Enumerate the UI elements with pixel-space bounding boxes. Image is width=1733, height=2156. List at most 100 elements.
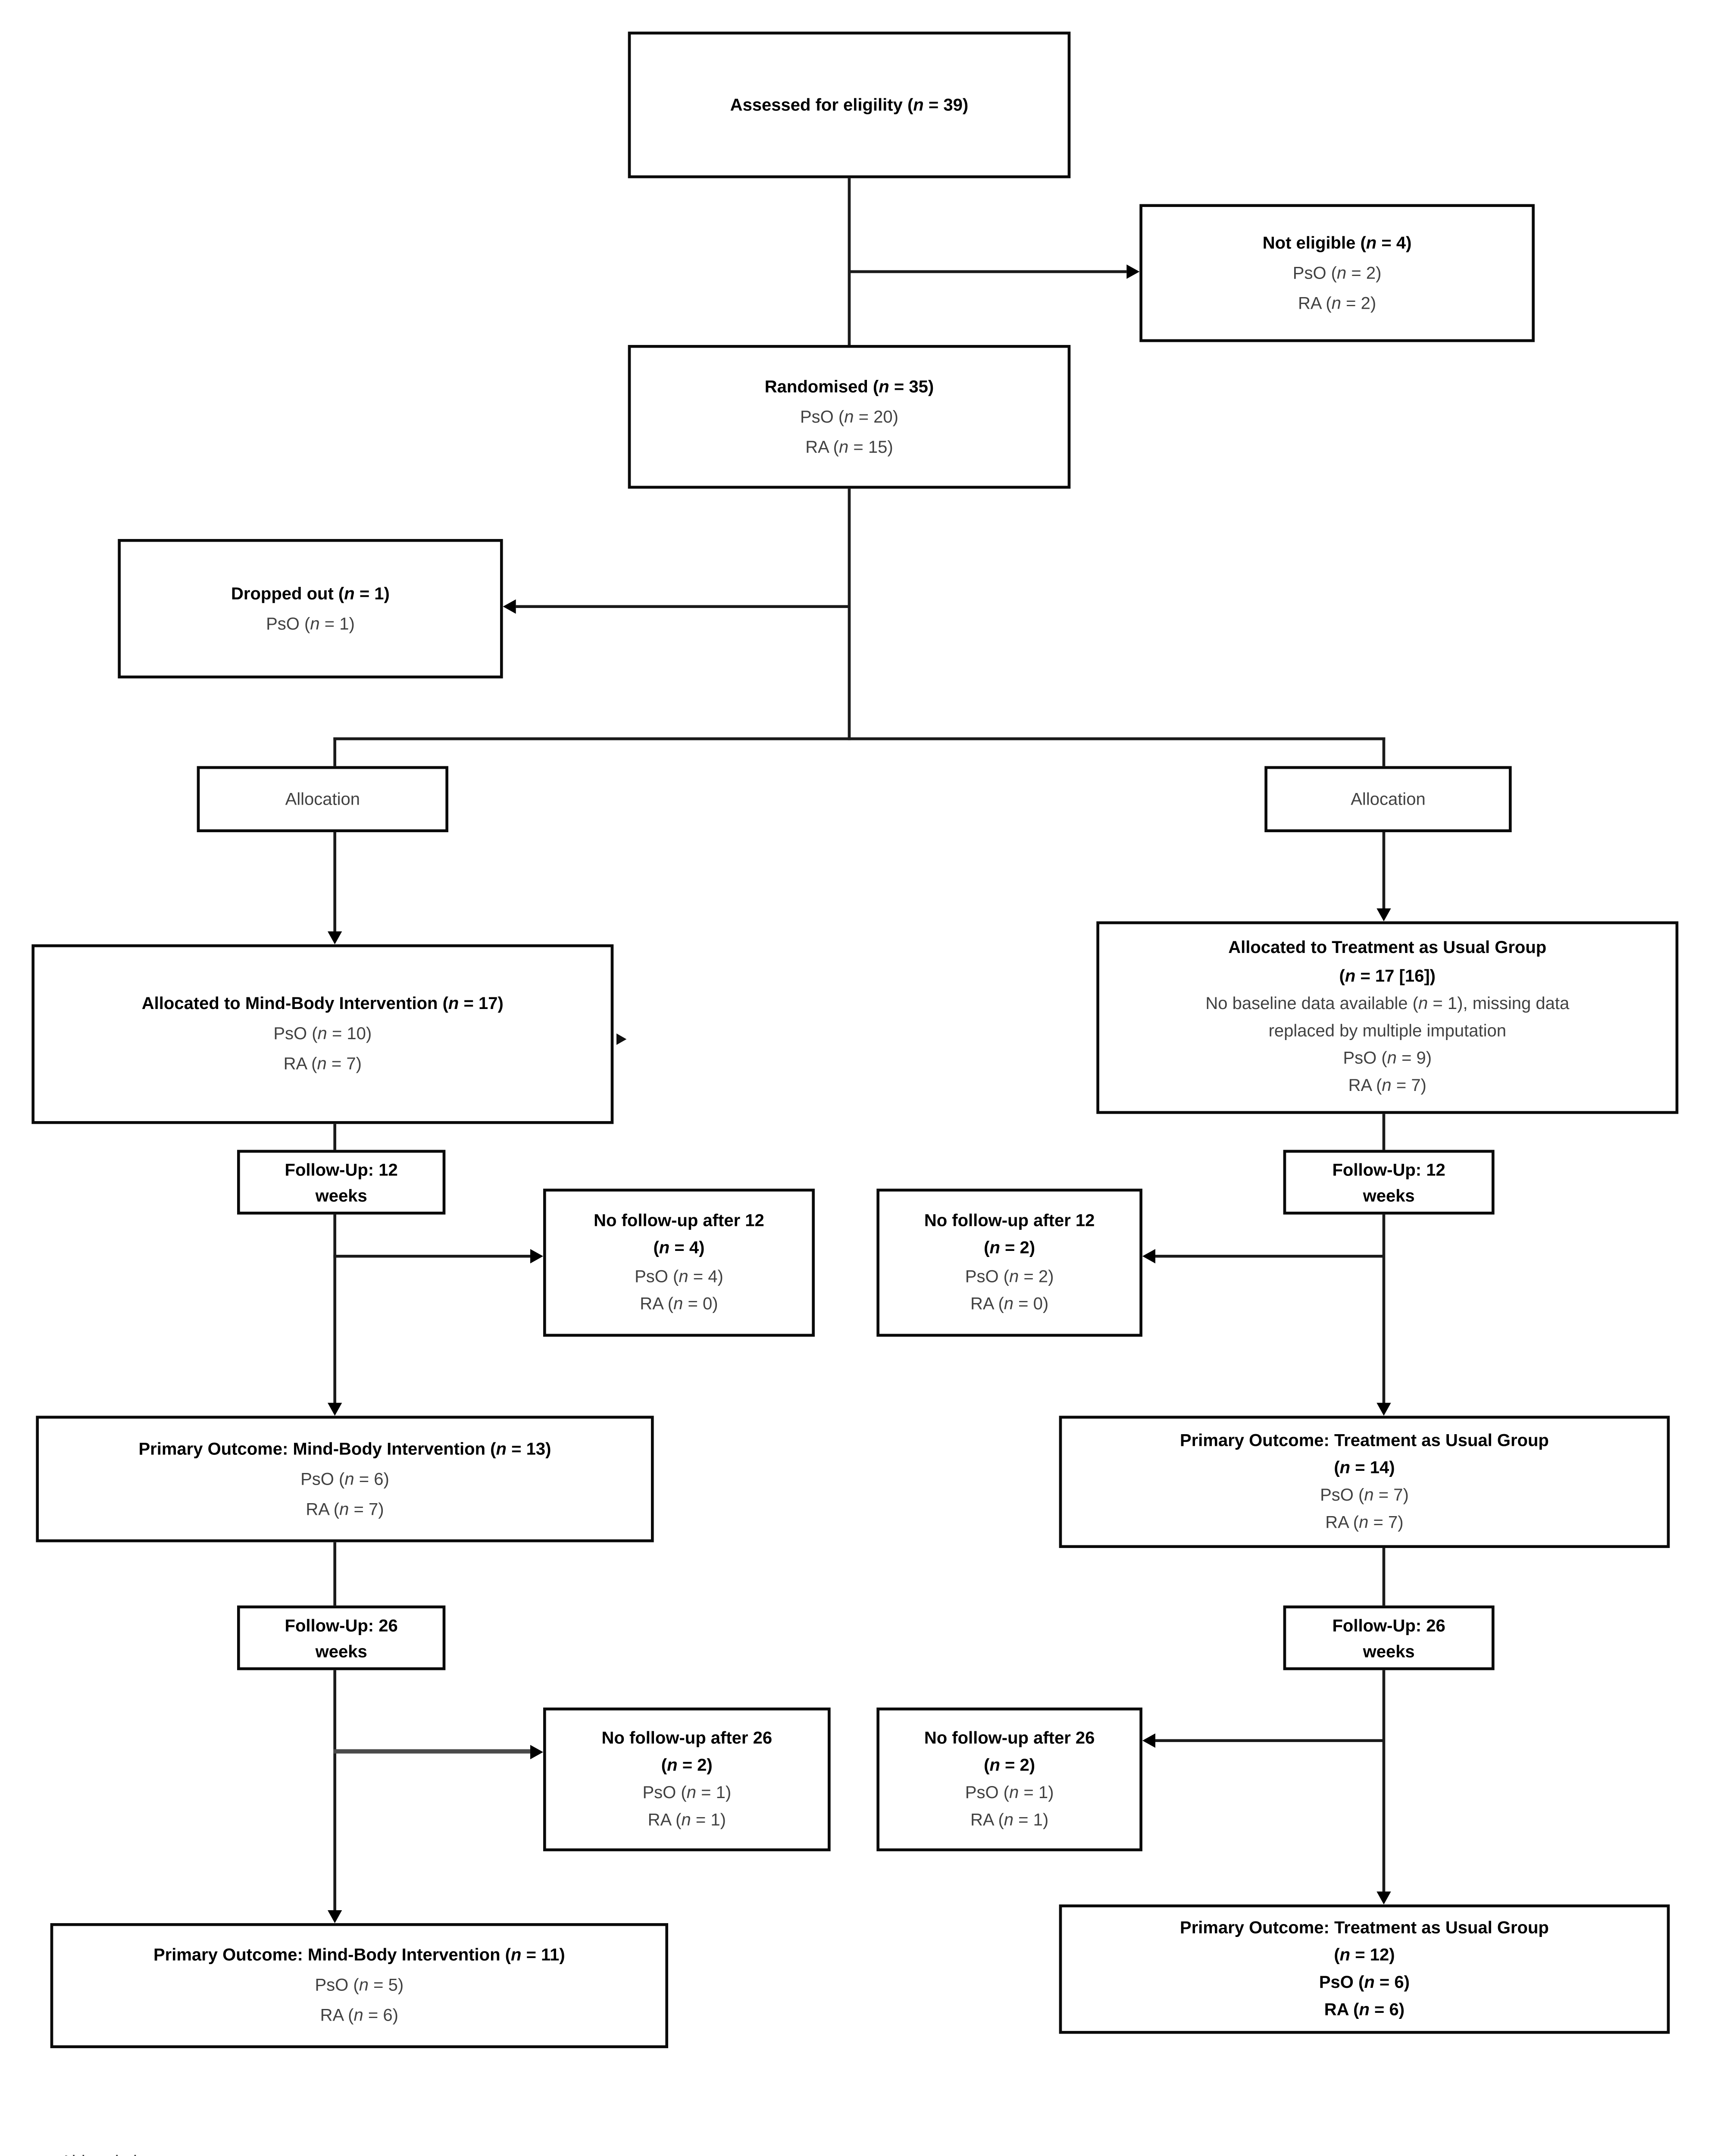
node-allocation-left: Allocation	[197, 766, 448, 832]
arrowhead-primary13	[327, 1403, 342, 1416]
arrowhead-primary14	[1376, 1403, 1391, 1416]
text-line: RA (n = 2)	[1298, 292, 1376, 313]
text-line: RA (n = 7)	[306, 1498, 384, 1519]
node-primary-outcome-mbi-13: Primary Outcome: Mind-Body Intervention …	[36, 1416, 654, 1542]
arrowhead-no-followup26-right	[1142, 1733, 1155, 1748]
text-line: weeks	[315, 1640, 367, 1661]
arrowhead-no-followup12-right	[1142, 1249, 1155, 1263]
text-line: Assessed for eligility (n = 39)	[730, 94, 969, 114]
arrowhead-primary11	[327, 1910, 342, 1923]
text-line: RA (n = 7)	[1325, 1512, 1404, 1532]
text-line: No follow-up after 12	[594, 1210, 764, 1231]
text-line: PsO (n = 2)	[1292, 262, 1382, 282]
node-followup-26-weeks-right: Follow-Up: 26 weeks	[1283, 1605, 1495, 1670]
connector-primary13-to-primary11	[333, 1542, 336, 1912]
arrowhead-allocated-mbi	[327, 931, 342, 944]
text-line: RA (n = 15)	[805, 436, 893, 457]
text-line: weeks	[1363, 1185, 1415, 1205]
text-line: PsO (n = 7)	[1320, 1485, 1409, 1505]
connector-to-no-followup26-left	[333, 1749, 530, 1754]
text-line: Primary Outcome: Mind-Body Intervention …	[138, 1438, 551, 1458]
node-dropped-out: Dropped out (n = 1) PsO (n = 1)	[118, 539, 503, 679]
text-line: PsO (n = 1)	[965, 1782, 1054, 1802]
text-line: Allocated to Treatment as Usual Group	[1228, 937, 1547, 958]
connector-to-not-eligible	[849, 270, 1127, 273]
arrowhead-not-eligible	[1126, 264, 1140, 279]
text-line: PsO (n = 10)	[273, 1023, 372, 1044]
text-line: Allocated to Mind-Body Intervention (n =…	[141, 993, 504, 1013]
connector-randomised-to-split	[848, 489, 851, 740]
connector-to-no-followup26-right	[1155, 1739, 1384, 1742]
text-line: weeks	[1363, 1640, 1415, 1661]
text-line: (n = 2)	[984, 1755, 1035, 1775]
arrowhead-no-followup26-left	[530, 1745, 543, 1759]
text-line: Follow-Up: 26	[285, 1614, 398, 1635]
node-followup-26-weeks-left: Follow-Up: 26 weeks	[237, 1605, 446, 1670]
text-line: Primary Outcome: Treatment as Usual Grou…	[1180, 1429, 1549, 1450]
text-line: Randomised (n = 35)	[764, 376, 934, 396]
text-line: RA (n = 7)	[1348, 1075, 1426, 1096]
text-line: Follow-Up: 26	[1332, 1614, 1445, 1635]
node-primary-outcome-mbi-11: Primary Outcome: Mind-Body Intervention …	[50, 1923, 668, 2048]
text-line: RA (n = 0)	[970, 1293, 1049, 1313]
text-line: PsO (n = 1)	[642, 1782, 732, 1802]
connector-split-drop-left	[333, 737, 336, 766]
text-line: PsO (n = 6)	[1319, 1972, 1410, 1992]
text-line: (n = 17 [16])	[1339, 965, 1436, 986]
connector-to-no-followup12-left	[333, 1254, 530, 1258]
node-allocation-right: Allocation	[1264, 766, 1512, 832]
text-line: Dropped out (n = 1)	[231, 583, 390, 603]
text-line: No follow-up after 26	[924, 1727, 1095, 1748]
arrowhead-no-followup12-left	[530, 1249, 543, 1263]
node-no-followup-after-26-left: No follow-up after 26 (n = 2) PsO (n = 1) R…	[543, 1707, 831, 1852]
text-line: PsO (n = 9)	[1343, 1048, 1432, 1069]
node-no-followup-after-26-right: No follow-up after 26(n = 2)PsO (n = 1)R…	[876, 1707, 1142, 1852]
connector-tau-to-primary14	[1382, 1114, 1386, 1404]
connector-to-dropped-out	[516, 605, 849, 608]
node-randomised: Randomised (n = 35) PsO (n = 20) RA (n = 1…	[628, 345, 1071, 489]
node-allocated-treatment-as-usual: Allocated to Treatment as Usual Group (n …	[1096, 921, 1679, 1114]
text-line: (n = 2)	[661, 1755, 713, 1775]
text-line: (n = 4)	[653, 1238, 705, 1258]
text-line: No follow-up after 12	[924, 1210, 1095, 1231]
node-primary-outcome-tau-12: Primary Outcome: Treatment as Usual Grou…	[1059, 1904, 1670, 2034]
text-line: RA (n = 6)	[320, 2005, 398, 2025]
text-line: (n = 2)	[984, 1238, 1035, 1258]
text-line: RA (n = 1)	[648, 1810, 726, 1830]
text-line: Allocation	[1351, 788, 1426, 808]
connector-split-horizontal	[333, 737, 1386, 740]
node-allocated-mind-body-intervention: Allocated to Mind-Body Intervention (n =…	[31, 944, 614, 1124]
text-line: PsO (n = 20)	[800, 406, 898, 426]
node-no-followup-after-12-left: No follow-up after 12(n = 4)PsO (n = 4)R…	[543, 1188, 815, 1337]
node-assessed-for-eligibility: Assessed for eligility (n = 39)	[628, 31, 1071, 179]
text-line: (n = 14)	[1334, 1457, 1395, 1478]
text-line: PsO (n = 5)	[315, 1974, 404, 1995]
text-line: PsO (n = 6)	[300, 1468, 389, 1489]
text-line: Primary Outcome: Treatment as Usual Grou…	[1180, 1917, 1549, 1937]
text-line: RA (n = 6)	[1324, 1999, 1405, 2020]
node-followup-12-weeks-right: Follow-Up: 12 weeks	[1283, 1150, 1495, 1215]
arrowhead-dropped-out	[503, 599, 516, 614]
connector-to-no-followup12-right	[1155, 1254, 1384, 1258]
text-line: replaced by multiple imputation	[1268, 1020, 1506, 1041]
text-line: Allocation	[285, 788, 360, 808]
text-line: RA (n = 7)	[283, 1053, 362, 1074]
text-line: PsO (n = 1)	[266, 613, 355, 633]
connector-allocation-right-to-tau	[1382, 832, 1386, 910]
stray-arrowhead-mark	[616, 1033, 627, 1045]
arrowhead-primary12	[1376, 1891, 1391, 1905]
text-line: No follow-up after 26	[601, 1727, 773, 1748]
connector-primary14-to-primary12	[1382, 1548, 1386, 1893]
text-line: Primary Outcome: Mind-Body Intervention …	[153, 1944, 565, 1965]
text-line: RA (n = 0)	[640, 1293, 718, 1313]
connector-allocation-left-to-mbi	[333, 832, 336, 933]
node-not-eligible: Not eligible (n = 4)PsO (n = 2)RA (n = 2…	[1139, 204, 1535, 342]
node-no-followup-after-12-right: No follow-up after 12(n = 2)PsO (n = 2)R…	[876, 1188, 1142, 1337]
abbreviations-footnote: Abbreviations:PsO, PsoriasisRA, Rheumato…	[60, 2144, 248, 2156]
arrowhead-allocated-tau	[1376, 908, 1391, 921]
node-primary-outcome-tau-14: Primary Outcome: Treatment as Usual Grou…	[1059, 1416, 1670, 1548]
footnote-line: Abbreviations:	[60, 2144, 248, 2156]
text-line: Follow-Up: 12	[1332, 1159, 1445, 1179]
